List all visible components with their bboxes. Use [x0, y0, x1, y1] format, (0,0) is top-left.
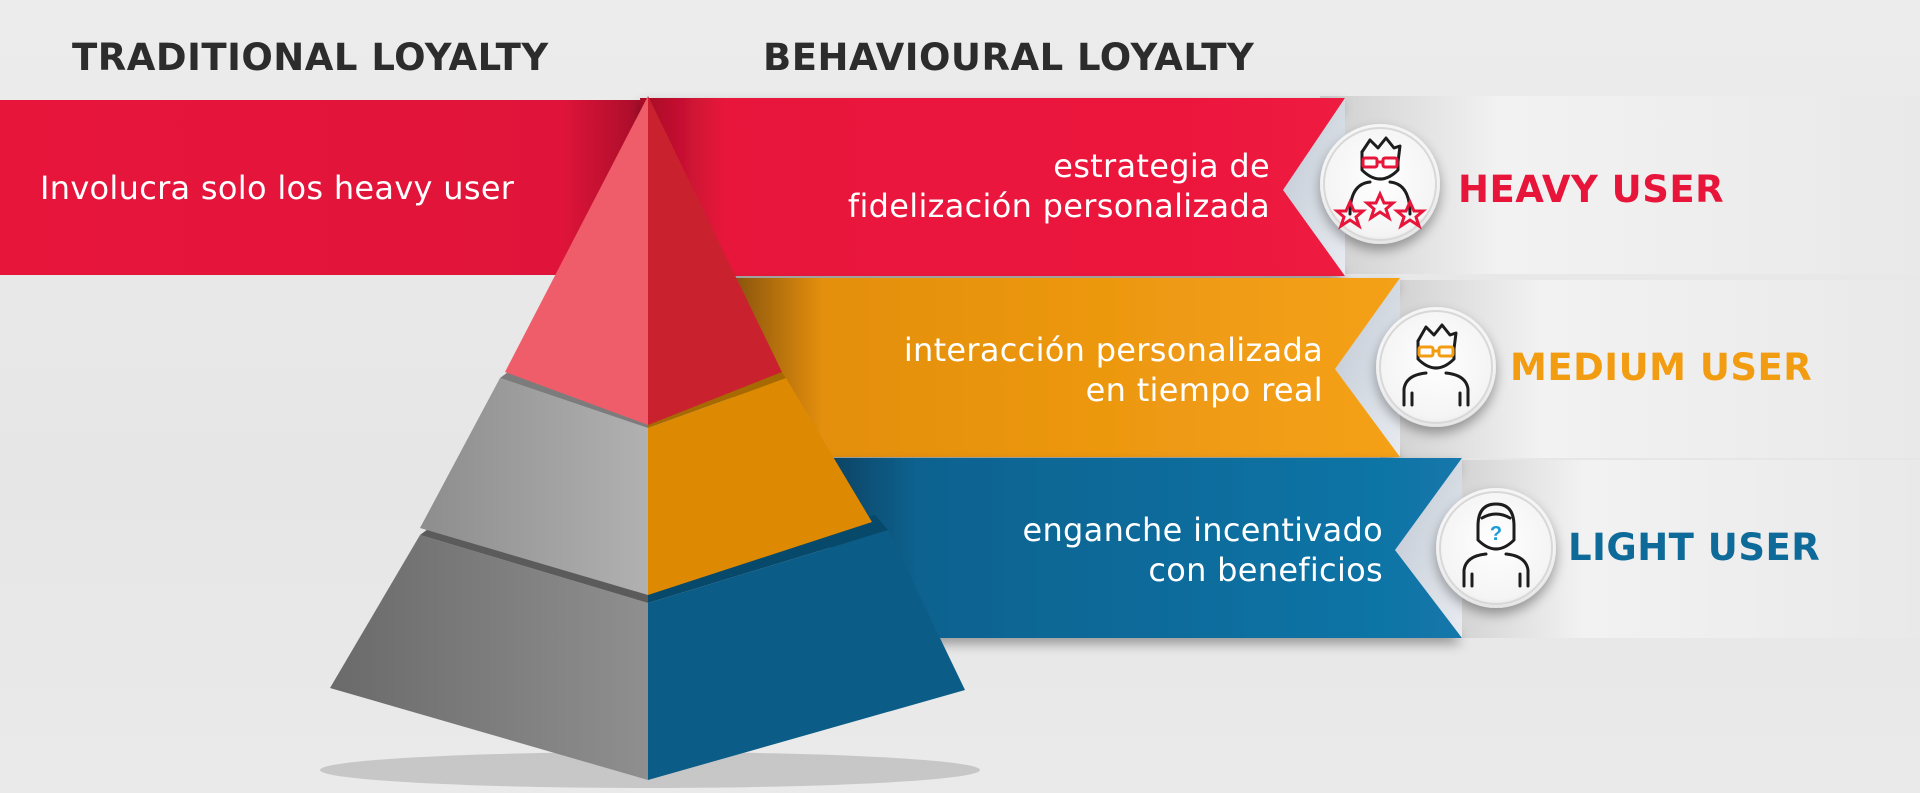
traditional-loyalty-heading: TRADITIONAL LOYALTY: [72, 36, 549, 79]
heavy-band-fold: [1283, 98, 1345, 276]
pyramid-bottom-left: [330, 535, 648, 780]
heavy-tier-line2: fidelización personalizada: [847, 187, 1270, 225]
medium-user-label: MEDIUM USER: [1510, 346, 1813, 389]
medium-tier-line1: interacción personalizada: [903, 331, 1323, 369]
medium-tier-line2: en tiempo real: [1085, 371, 1323, 409]
traditional-band: [0, 100, 660, 275]
light-user-label: LIGHT USER: [1568, 526, 1821, 569]
medium-band: [720, 278, 1400, 457]
medium-tier-description: interacción personalizada en tiempo real: [904, 330, 1323, 410]
medium-user-icon: [1376, 307, 1496, 427]
traditional-band-text: Involucra solo los heavy user: [40, 169, 515, 207]
pyramid-top-right: [648, 96, 782, 425]
heavy-tier-line1: estrategia de: [1053, 147, 1270, 185]
light-user-icon: ?: [1436, 488, 1556, 608]
behavioural-loyalty-heading: BEHAVIOURAL LOYALTY: [763, 36, 1255, 79]
pyramid-top-left: [505, 96, 648, 425]
pyramid-middle-right: [648, 378, 872, 595]
pyramid-bottom-right: [648, 530, 965, 780]
light-band: [820, 458, 1462, 638]
light-tier-description: enganche incentivado con beneficios: [1022, 510, 1383, 590]
heavy-user-icon: [1320, 124, 1440, 244]
medium-band-fold: [1335, 278, 1400, 457]
light-tier-line1: enganche incentivado: [1022, 511, 1383, 549]
pyramid: [320, 96, 980, 788]
heavy-user-label: HEAVY USER: [1458, 168, 1725, 211]
light-tier-line2: con beneficios: [1148, 551, 1383, 589]
light-band-fold: [1395, 458, 1462, 638]
heavy-tier-description: estrategia de fidelización personalizada: [848, 146, 1270, 226]
heavy-band: [640, 98, 1345, 276]
svg-text:?: ?: [1490, 523, 1502, 545]
pyramid-middle-left: [420, 378, 648, 595]
